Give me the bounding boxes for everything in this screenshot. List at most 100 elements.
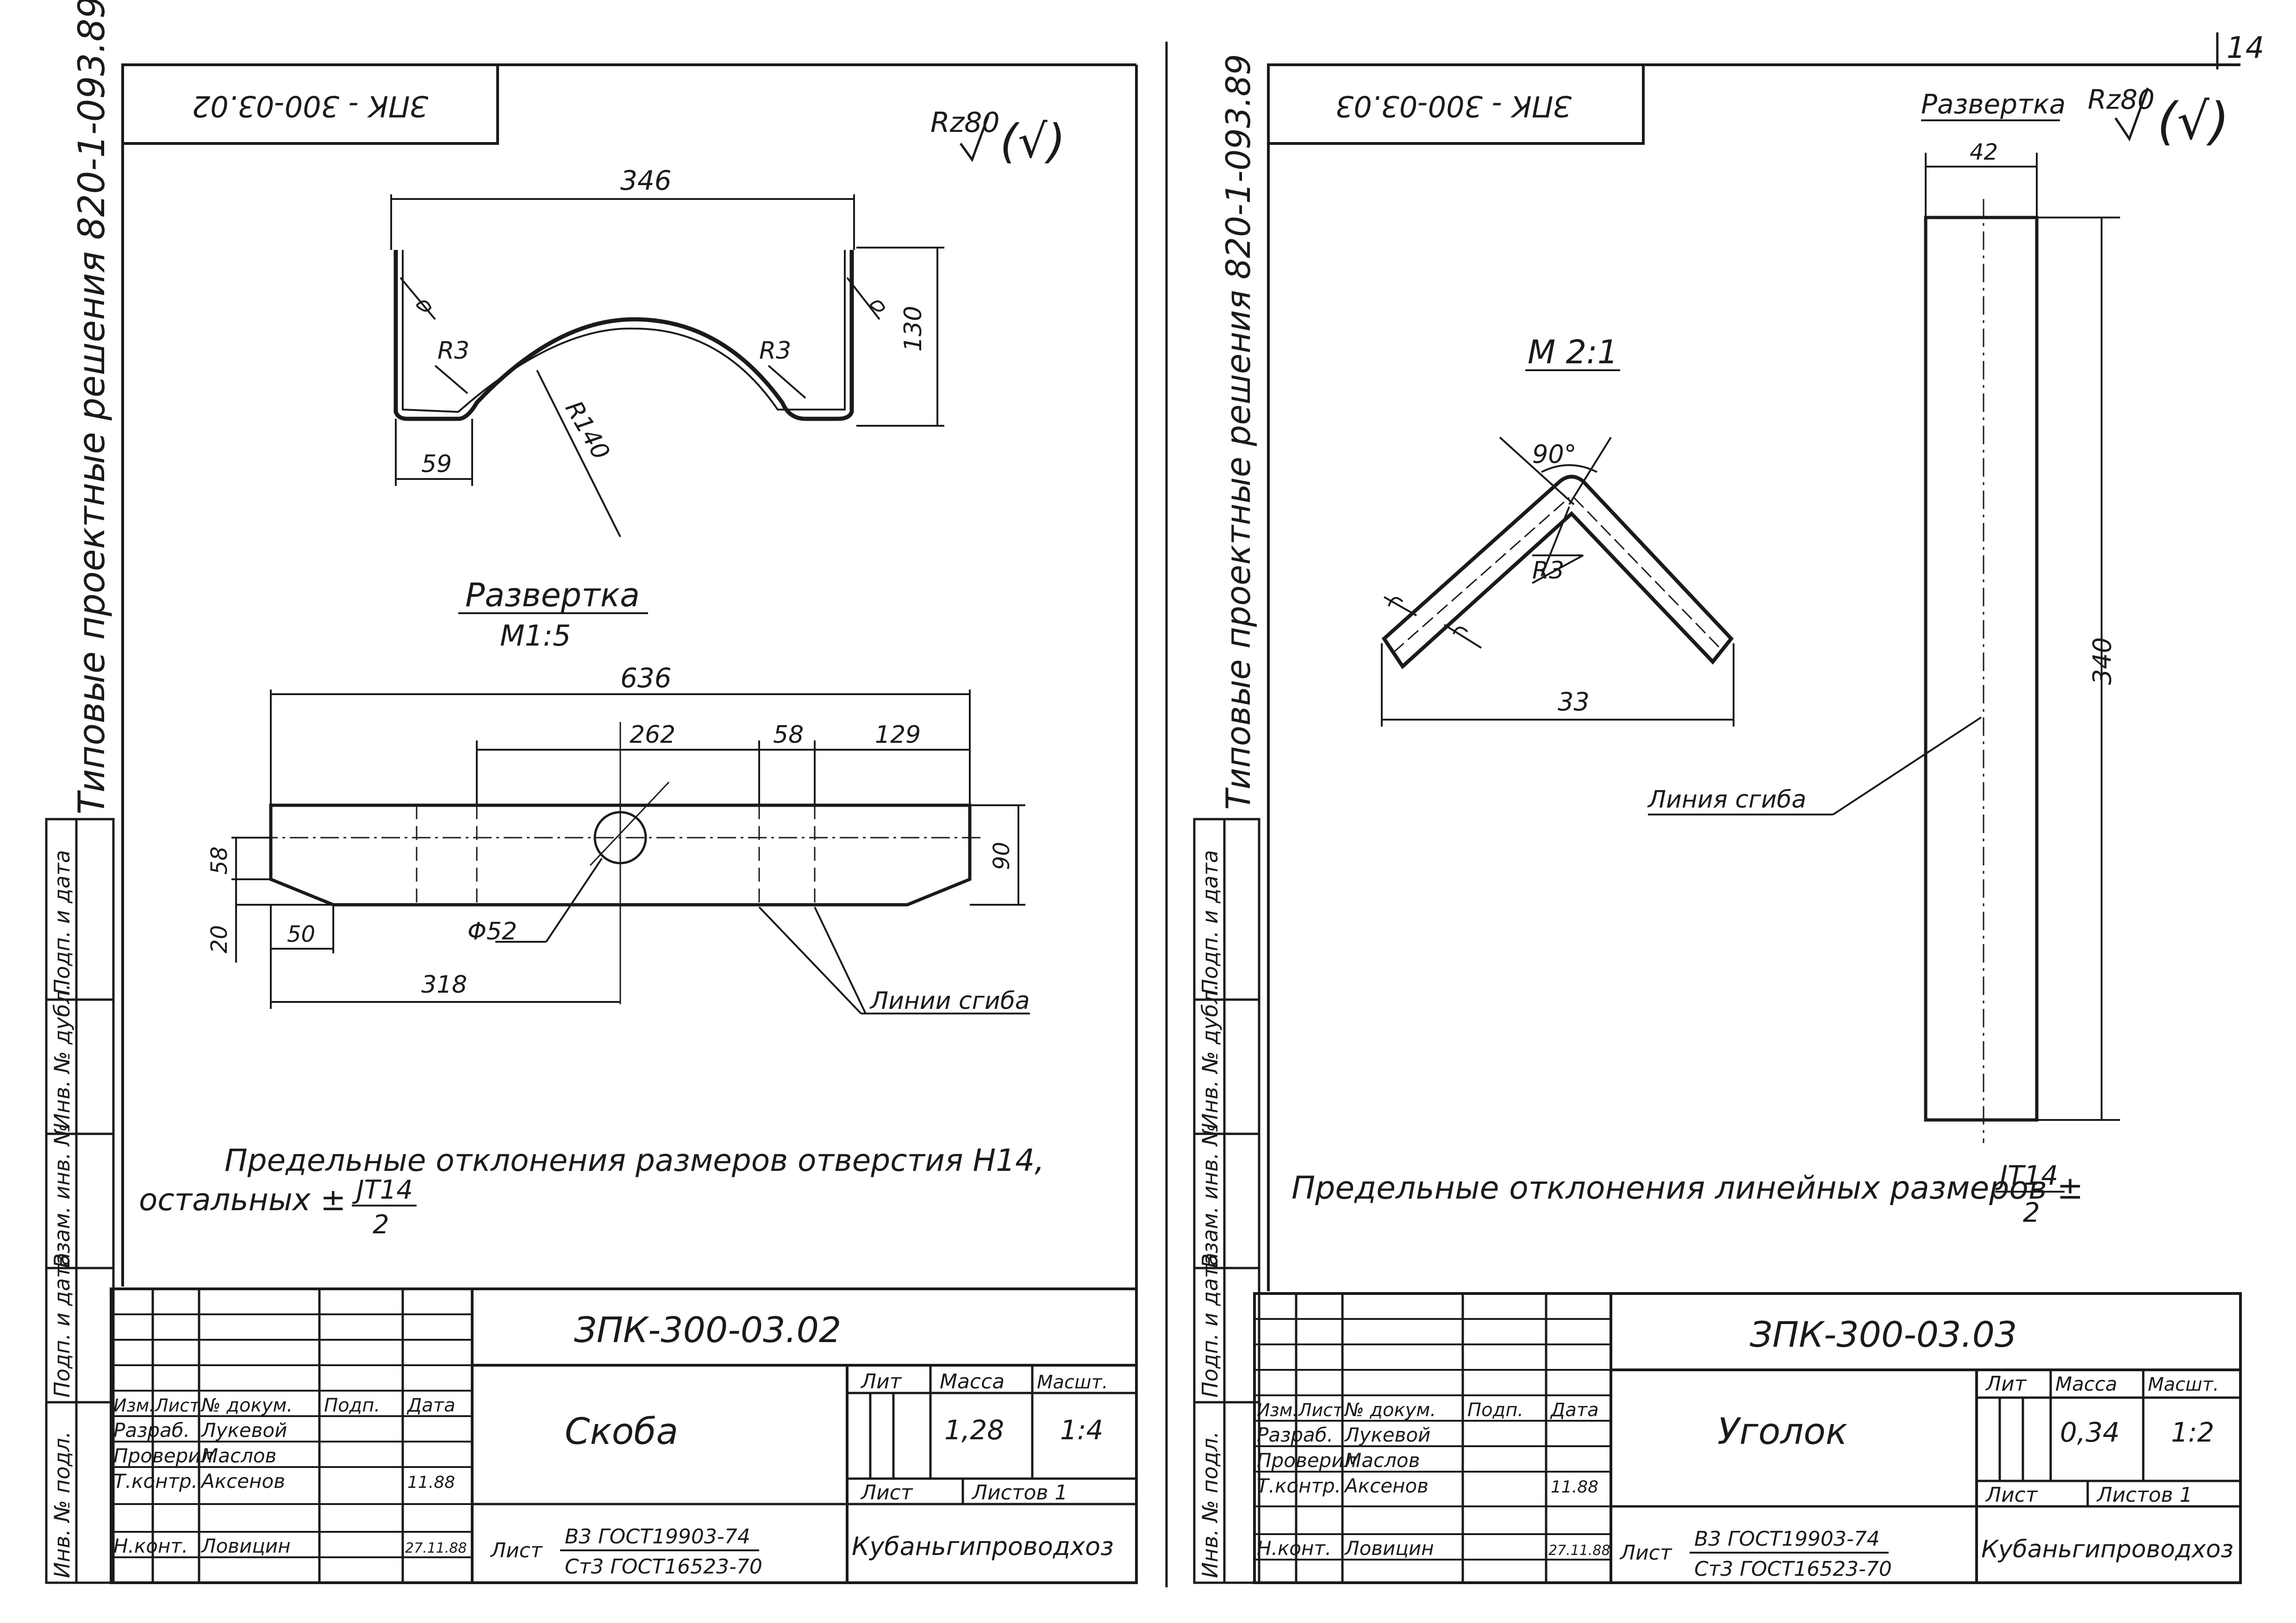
left-roughness: Rz80	[930, 106, 1000, 139]
right-scale-value: 1:2	[2171, 1417, 2214, 1448]
svg-text:Проверил: Проверил	[1257, 1449, 1356, 1472]
right-scale-label: М 2:1	[1528, 333, 1618, 371]
dim-318: 318	[421, 971, 467, 999]
right-tolerance-den: 2	[2023, 1197, 2040, 1228]
svg-text:Н.конт.: Н.конт.	[113, 1535, 188, 1557]
svg-text:Дата: Дата	[406, 1395, 455, 1416]
svg-text:Подп. и дата: Подп. и дата	[1198, 1253, 1223, 1398]
left-mass-value: 1,28	[944, 1414, 1004, 1446]
right-sheet: ЗПК - 300-03.03 Типовые проектные решени…	[1193, 54, 2242, 1584]
svg-text:Т.контр.: Т.контр.	[1257, 1474, 1341, 1497]
svg-text:Подп.: Подп.	[1467, 1399, 1523, 1421]
page-number: 14	[2227, 31, 2264, 65]
right-bend-line-label: Линия сгиба	[1647, 786, 1806, 814]
dim-angle-90: 90°	[1532, 440, 1577, 469]
svg-text:27.11.88: 27.11.88	[1548, 1542, 1610, 1559]
svg-text:Проверил: Проверил	[113, 1444, 213, 1467]
left-razvertka-scale: М1:5	[500, 619, 571, 653]
right-mass-value: 0,34	[2060, 1417, 2120, 1448]
right-roughness-symbol: (√)	[2157, 92, 2229, 151]
right-organization: Кубаньгипроводхоз	[1981, 1536, 2234, 1563]
left-sheet: ЗПК - 300-03.02 Типовые проектные решени…	[45, 0, 1138, 1584]
svg-text:Аксенов: Аксенов	[200, 1470, 285, 1492]
svg-text:11.88: 11.88	[407, 1473, 455, 1492]
dim-130: 130	[899, 306, 927, 352]
left-tolerance-den: 2	[373, 1210, 389, 1240]
svg-text:Лист: Лист	[154, 1395, 200, 1416]
svg-text:Маслов: Маслов	[201, 1444, 276, 1467]
dim-phi52: Φ52	[468, 918, 517, 945]
right-title-block: Изм. Лист № докум. Подп. Дата Разраб. Лу…	[1253, 1292, 2242, 1584]
dim-r3-angle: R3	[1532, 557, 1564, 585]
svg-text:Лист: Лист	[1985, 1483, 2038, 1507]
svg-text:Взам. инв. №: Взам. инв. №	[1198, 1124, 1223, 1268]
svg-text:Лукевой: Лукевой	[200, 1419, 287, 1442]
svg-text:Листов 1: Листов 1	[971, 1481, 1067, 1505]
svg-text:Дата: Дата	[1550, 1399, 1599, 1421]
svg-text:Маслов: Маслов	[1345, 1449, 1420, 1472]
dim-129: 129	[875, 721, 921, 749]
left-roughness-symbol: (√)	[1000, 114, 1066, 168]
svg-text:Инв. № дубл.: Инв. № дубл.	[1198, 983, 1223, 1129]
svg-text:27.11.88: 27.11.88	[405, 1540, 467, 1556]
right-stamp-code: ЗПК - 300-03.03	[1335, 89, 1572, 123]
left-title-block: Изм. Лист № докум. Подп. Дата Разраб. Лу…	[110, 1287, 1138, 1584]
flat-pattern: 636 262 58 129 58 20 90	[206, 662, 1030, 1015]
svg-text:Лист: Лист	[860, 1481, 913, 1505]
svg-text:Подп. и дата: Подп. и дата	[50, 850, 75, 995]
svg-text:№ докум.: № докум.	[1344, 1399, 1436, 1421]
svg-text:Взам. инв. №: Взам. инв. №	[50, 1124, 75, 1268]
svg-text:Ст3 ГОСТ16523-70: Ст3 ГОСТ16523-70	[565, 1555, 762, 1579]
left-part-name: Скоба	[565, 1411, 678, 1453]
svg-text:№ докум.: № докум.	[200, 1395, 293, 1416]
right-tolerance-num: JT14	[1995, 1160, 2058, 1191]
left-razvertka-title: Развертка	[465, 576, 640, 614]
strip-pattern: 42 340 Линия сгиба	[1647, 139, 2120, 1143]
svg-text:Лист: Лист	[1298, 1400, 1344, 1420]
dim-r3-left: R3	[437, 337, 469, 365]
svg-text:Н.конт.: Н.конт.	[1257, 1537, 1331, 1560]
svg-text:Лит: Лит	[1985, 1372, 2027, 1396]
svg-text:Аксенов: Аксенов	[1343, 1474, 1429, 1497]
svg-text:В3 ГОСТ19903-74: В3 ГОСТ19903-74	[565, 1525, 750, 1548]
svg-text:11.88: 11.88	[1551, 1478, 1598, 1497]
svg-text:Лист: Лист	[1619, 1541, 1672, 1565]
left-organization: Кубаньгипроводхоз	[852, 1532, 1114, 1561]
dim-33: 33	[1558, 687, 1590, 716]
dim-58-side: 58	[206, 846, 232, 875]
left-bend-lines-label: Линии сгиба	[869, 987, 1030, 1015]
left-designation: ЗПК-300-03.02	[574, 1309, 841, 1350]
angle-profile: 90° R3 33	[1381, 436, 1734, 727]
svg-text:Разраб.: Разраб.	[113, 1419, 190, 1442]
left-tolerance-line1: Предельные отклонения размеров отверстия…	[225, 1143, 1044, 1178]
dim-42: 42	[1970, 139, 1998, 165]
svg-text:Инв. № подл.: Инв. № подл.	[1198, 1431, 1223, 1578]
dim-262: 262	[630, 721, 675, 749]
dim-50: 50	[287, 921, 315, 947]
svg-text:Лист: Лист	[490, 1539, 543, 1562]
right-tolerance-line: Предельные отклонения линейных размеров …	[1292, 1170, 2084, 1206]
svg-text:Подп.: Подп.	[324, 1395, 380, 1416]
left-tolerance-line2: остальных ±	[139, 1182, 346, 1218]
svg-text:Подп. и дата: Подп. и дата	[1198, 850, 1223, 995]
svg-text:Масса: Масса	[2055, 1373, 2117, 1395]
dim-58-top: 58	[773, 721, 804, 749]
left-tolerance-num: JT14	[352, 1175, 413, 1205]
svg-text:Изм.: Изм.	[113, 1395, 155, 1416]
dim-r3-right: R3	[759, 337, 791, 365]
dim-20: 20	[206, 925, 232, 953]
svg-text:Ст3 ГОСТ16523-70: Ст3 ГОСТ16523-70	[1694, 1557, 1892, 1581]
svg-text:Инв. № дубл.: Инв. № дубл.	[50, 983, 75, 1129]
svg-text:Листов 1: Листов 1	[2096, 1483, 2192, 1507]
right-part-name: Уголок	[1717, 1411, 1847, 1453]
svg-text:Масса: Масса	[940, 1370, 1004, 1393]
left-scale-value: 1:4	[1060, 1414, 1103, 1446]
dim-90: 90	[989, 842, 1015, 870]
left-side-title: Типовые проектные решения 820-1-093.89	[71, 0, 113, 815]
right-side-title: Типовые проектные решения 820-1-093.89	[1219, 54, 1258, 810]
right-razvertka-title: Развертка	[1921, 88, 2065, 120]
left-side-stamp: Взам. инв. № Инв. № дубл. Подп. и дата П…	[45, 818, 115, 1584]
dim-346: 346	[620, 165, 672, 196]
svg-text:Масшт.: Масшт.	[1037, 1372, 1108, 1393]
